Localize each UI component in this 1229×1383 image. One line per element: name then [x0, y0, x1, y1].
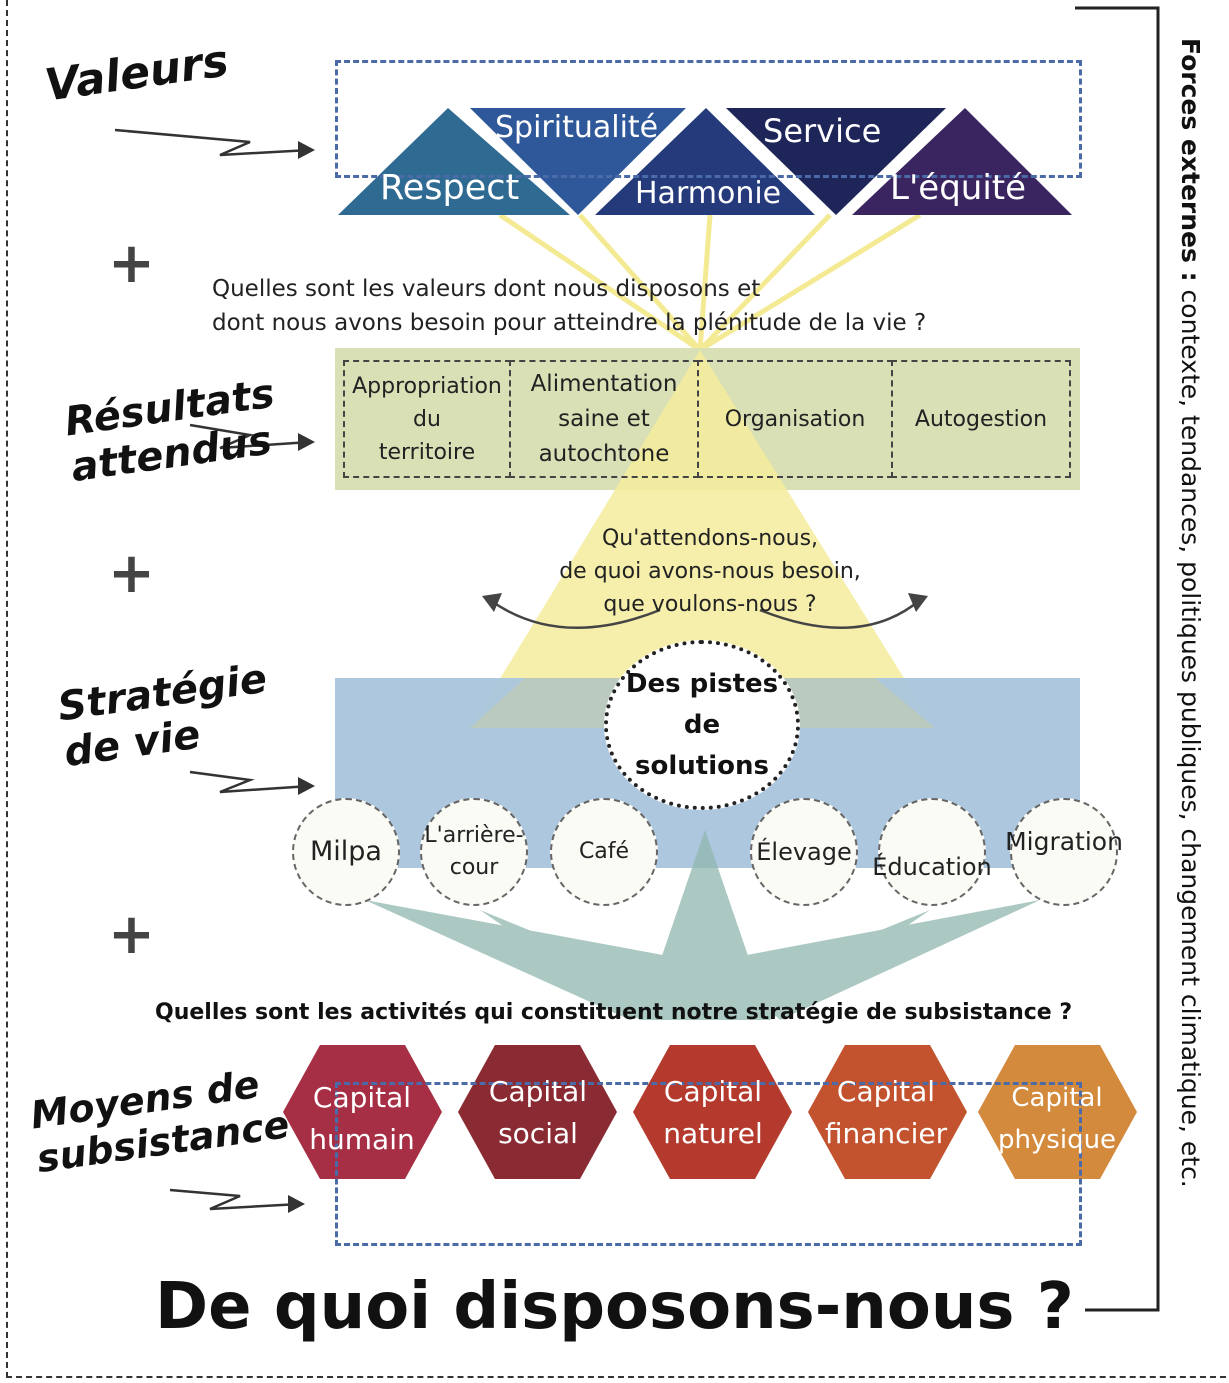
- capital-humain-l1: Capital: [312, 1081, 412, 1114]
- activity-arriere-cour-l1: L'arrière-: [424, 823, 524, 848]
- capital-physique-l1: Capital: [1011, 1083, 1103, 1113]
- result-alimentation-l3: autochtone: [538, 440, 670, 467]
- section-arrows: [114, 128, 315, 1213]
- values-dashed-frame: [335, 60, 1082, 178]
- curved-arrow-right: [759, 599, 921, 630]
- activity-milpa: Milpa: [292, 798, 400, 906]
- capital-social-l2: social: [498, 1117, 578, 1150]
- plus-sign-2: +: [108, 541, 155, 606]
- result-appropriation: Appropriation du territoire: [343, 360, 511, 478]
- external-forces-text: Forces externes : contexte, tendances, p…: [1176, 38, 1205, 1188]
- capital-naturel: Capital naturel: [633, 1071, 793, 1155]
- capital-financier-l1: Capital: [836, 1075, 936, 1108]
- external-forces-title: Forces externes :: [1176, 38, 1205, 282]
- means-dashed-frame: [335, 1082, 1082, 1246]
- question-expect-line3: que voulons-nous ?: [603, 592, 817, 617]
- activity-elevage-label: Élevage: [756, 838, 852, 866]
- plus-sign-1: +: [108, 231, 155, 296]
- activity-arriere-cour: L'arrière-cour: [420, 798, 528, 906]
- question-activities: Quelles sont les activités qui constitue…: [155, 1000, 1073, 1025]
- capital-naturel-l2: naturel: [663, 1117, 763, 1150]
- question-values-line2: dont nous avons besoin pour atteindre la…: [212, 310, 927, 336]
- result-alimentation-l2: saine et: [558, 405, 650, 432]
- capital-financier: Capital financier: [806, 1071, 966, 1155]
- capital-humain-l2: humain: [309, 1123, 415, 1156]
- activity-education: Éducation: [872, 798, 992, 906]
- value-spiritualite: Spiritualité: [495, 110, 659, 145]
- question-values: Quelles sont les valeurs dont nous dispo…: [212, 272, 926, 340]
- capital-social: Capital social: [458, 1071, 618, 1155]
- result-alimentation-l1: Alimentation: [530, 370, 678, 397]
- value-rays: [498, 212, 922, 353]
- value-equite: L'équité: [890, 168, 1027, 208]
- result-organisation-label: Organisation: [724, 406, 866, 432]
- activity-arriere-cour-l2: cour: [449, 855, 499, 880]
- capital-naturel-l1: Capital: [663, 1075, 763, 1108]
- activity-cafe: Café: [550, 798, 658, 906]
- capital-financier-l2: financier: [824, 1117, 948, 1150]
- capital-social-l1: Capital: [488, 1075, 588, 1108]
- question-expect: Qu'attendons-nous, de quoi avons-nous be…: [555, 522, 865, 621]
- activity-elevage: Élevage: [750, 798, 858, 906]
- result-appropriation-l3: territoire: [378, 439, 476, 465]
- activity-cafe-label: Café: [578, 839, 630, 864]
- capital-hexagons: [283, 1045, 1137, 1179]
- capital-physique-l2: physique: [997, 1125, 1117, 1155]
- external-bracket: [1075, 6, 1160, 1312]
- solutions-line1: Des pistes: [625, 668, 779, 699]
- activity-milpa-label: Milpa: [310, 836, 382, 867]
- solutions-circle: Des pistes de solutions: [604, 640, 800, 810]
- plus-sign-3: +: [108, 902, 155, 967]
- curved-arrow-left: [489, 598, 661, 630]
- result-appropriation-l2: du: [413, 406, 441, 432]
- footer-question: De quoi disposons-nous ?: [155, 1270, 1074, 1344]
- result-autogestion: Autogestion: [891, 360, 1071, 478]
- capital-physique: Capital physique: [977, 1077, 1137, 1161]
- result-alimentation: Alimentation saine et autochtone: [509, 360, 699, 478]
- question-expect-line1: Qu'attendons-nous,: [601, 526, 819, 551]
- value-service: Service: [763, 112, 882, 150]
- external-forces-list: contexte, tendances, politiques publique…: [1176, 281, 1205, 1188]
- lotus-shape: [365, 830, 1040, 1020]
- result-autogestion-label: Autogestion: [914, 406, 1048, 432]
- value-harmonie: Harmonie: [635, 176, 782, 211]
- activity-education-label: Éducation: [872, 853, 992, 881]
- solutions-line2: de: [683, 709, 721, 740]
- activity-migration: Migration: [1005, 798, 1123, 906]
- question-values-line1: Quelles sont les valeurs dont nous dispo…: [212, 276, 761, 302]
- solutions-line3: solutions: [635, 750, 769, 781]
- result-appropriation-l1: Appropriation: [352, 373, 502, 399]
- yellow-pyramid: [470, 350, 935, 728]
- activity-migration-label: Migration: [1005, 827, 1123, 856]
- value-triangles: [338, 108, 1072, 215]
- result-organisation: Organisation: [697, 360, 893, 478]
- question-expect-line2: de quoi avons-nous besoin,: [559, 559, 861, 584]
- capital-humain: Capital humain: [282, 1077, 442, 1161]
- value-respect: Respect: [380, 168, 520, 208]
- outer-dashed-frame: [6, 0, 1226, 1378]
